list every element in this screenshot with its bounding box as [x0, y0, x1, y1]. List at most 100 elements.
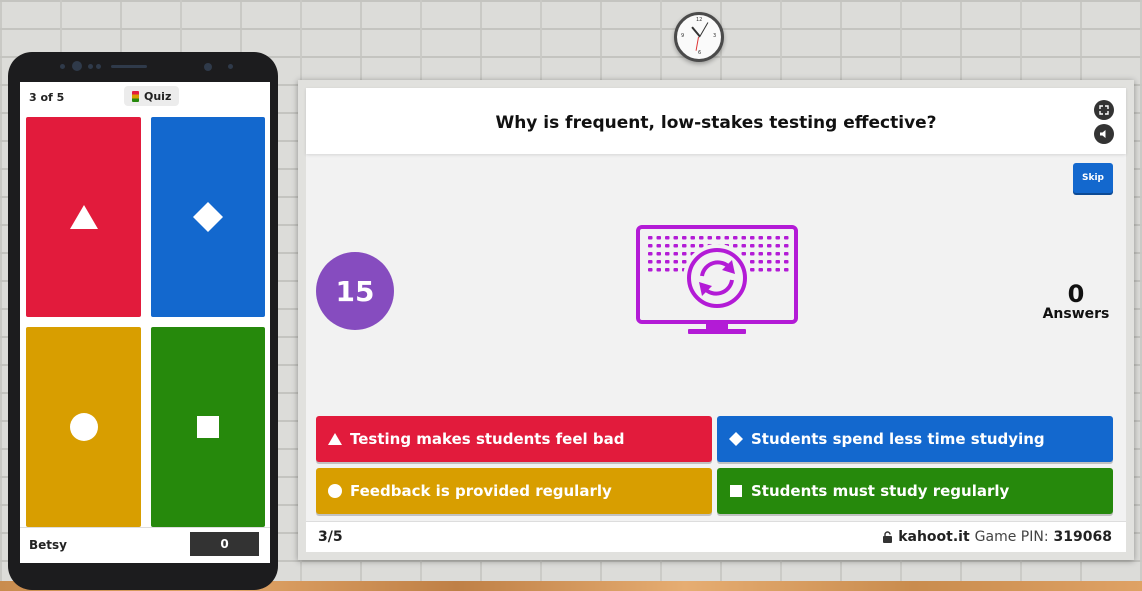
screen-dot — [673, 236, 678, 240]
quiz-mode-badge: Quiz — [124, 86, 180, 106]
screen-dot — [784, 268, 789, 272]
wall-clock-icon: 12 3 6 9 — [674, 12, 724, 62]
sensor-icon — [96, 64, 101, 69]
screen-dot — [733, 236, 738, 240]
phone-camera-bar — [8, 52, 278, 82]
screen-dot — [784, 236, 789, 240]
screen-dot — [741, 244, 746, 248]
answer-tile-square[interactable] — [151, 327, 265, 527]
screen-dot — [716, 236, 721, 240]
screen-dot — [648, 252, 653, 256]
screen-dot — [733, 244, 738, 248]
answer-tile-diamond[interactable] — [151, 117, 265, 317]
camera-icon — [72, 61, 82, 71]
circle-icon — [69, 413, 98, 441]
screen-dot — [690, 244, 695, 248]
screen-dot — [758, 244, 763, 248]
phone-footer: Betsy 0 — [20, 527, 270, 563]
answer-tile-triangle[interactable] — [26, 117, 141, 317]
monitor-refresh-icon — [636, 225, 798, 334]
screen-dot — [758, 260, 763, 264]
screen-dot — [648, 260, 653, 264]
screen-dot — [699, 236, 704, 240]
answer-option-triangle[interactable]: Testing makes students feel bad — [316, 416, 712, 462]
square-icon — [721, 485, 751, 497]
screen-dot — [784, 252, 789, 256]
screen-dot — [784, 244, 789, 248]
screen-dot — [767, 236, 772, 240]
screen-dot — [673, 244, 678, 248]
answer-option-circle[interactable]: Feedback is provided regularly — [316, 468, 712, 514]
screen-dot — [673, 252, 678, 256]
pin-label: Game PIN: — [974, 529, 1049, 545]
screen-dot — [767, 260, 772, 264]
screen-dot — [775, 260, 780, 264]
speaker-icon — [1100, 130, 1106, 138]
triangle-icon — [320, 433, 350, 445]
screen-dot — [699, 244, 704, 248]
sound-button[interactable] — [1094, 124, 1114, 144]
answer-text: Students spend less time studying — [751, 430, 1045, 448]
screen-dot — [724, 236, 729, 240]
screen-dot — [775, 244, 780, 248]
game-pin: 319068 — [1053, 529, 1112, 545]
screen-dot — [648, 244, 653, 248]
screen-dot — [656, 252, 661, 256]
screen-dot — [741, 252, 746, 256]
screen-dot — [741, 236, 746, 240]
screen-dot — [750, 268, 755, 272]
screen-dot — [750, 260, 755, 264]
screen-dot — [656, 260, 661, 264]
screen-dot — [767, 244, 772, 248]
screen-dot — [775, 268, 780, 272]
quiz-icon — [132, 90, 139, 102]
answer-text: Students must study regularly — [751, 482, 1010, 500]
phone-header: 3 of 5 Quiz — [20, 82, 270, 114]
diamond-icon — [193, 202, 223, 232]
answer-tile-circle[interactable] — [26, 327, 141, 527]
screen-dot — [682, 260, 687, 264]
screen-dot — [665, 268, 670, 272]
answer-text: Feedback is provided regularly — [350, 482, 612, 500]
answer-option-square[interactable]: Students must study regularly — [717, 468, 1113, 514]
speaker-grille — [111, 65, 147, 68]
answer-option-diamond[interactable]: Students spend less time studying — [717, 416, 1113, 462]
lock-icon — [883, 531, 893, 543]
screen-dot — [750, 236, 755, 240]
circle-icon — [320, 484, 350, 498]
question-count: 3/5 — [318, 529, 343, 545]
game-pin-info: kahoot.it Game PIN: 319068 — [882, 529, 1112, 545]
screen-dot — [750, 252, 755, 256]
triangle-icon — [69, 205, 98, 229]
answer-text: Testing makes students feel bad — [350, 430, 625, 448]
screen-dot — [665, 236, 670, 240]
diamond-icon — [721, 432, 751, 446]
screen-dot — [648, 268, 653, 272]
screen-dot — [758, 236, 763, 240]
question-progress: 3 of 5 — [29, 91, 65, 104]
screen-dot — [656, 268, 661, 272]
question-header: Why is frequent, low-stakes testing effe… — [306, 88, 1126, 154]
player-score: 0 — [190, 532, 259, 556]
front-camera-icon — [204, 63, 212, 71]
screen-dot — [758, 268, 763, 272]
fullscreen-icon — [1099, 105, 1109, 115]
sensor-icon — [228, 64, 233, 69]
screen-dot — [750, 244, 755, 248]
screen-dot — [673, 260, 678, 264]
screen-dot — [656, 244, 661, 248]
presentation-board: Why is frequent, low-stakes testing effe… — [298, 80, 1134, 560]
wooden-floor — [0, 581, 1142, 591]
screen-dot — [775, 236, 780, 240]
question-media — [636, 224, 806, 348]
fullscreen-button[interactable] — [1094, 100, 1114, 120]
screen-dot — [682, 252, 687, 256]
phone-screen: 3 of 5 Quiz Betsy 0 — [20, 82, 270, 563]
question-title: Why is frequent, low-stakes testing effe… — [495, 113, 937, 133]
join-site: kahoot.it — [898, 529, 970, 545]
skip-button[interactable]: Skip — [1073, 163, 1113, 193]
question-footer: 3/5 kahoot.it Game PIN: 319068 — [306, 521, 1126, 552]
screen-dot — [758, 252, 763, 256]
quiz-mode-label: Quiz — [144, 89, 172, 103]
screen-dot — [775, 252, 780, 256]
